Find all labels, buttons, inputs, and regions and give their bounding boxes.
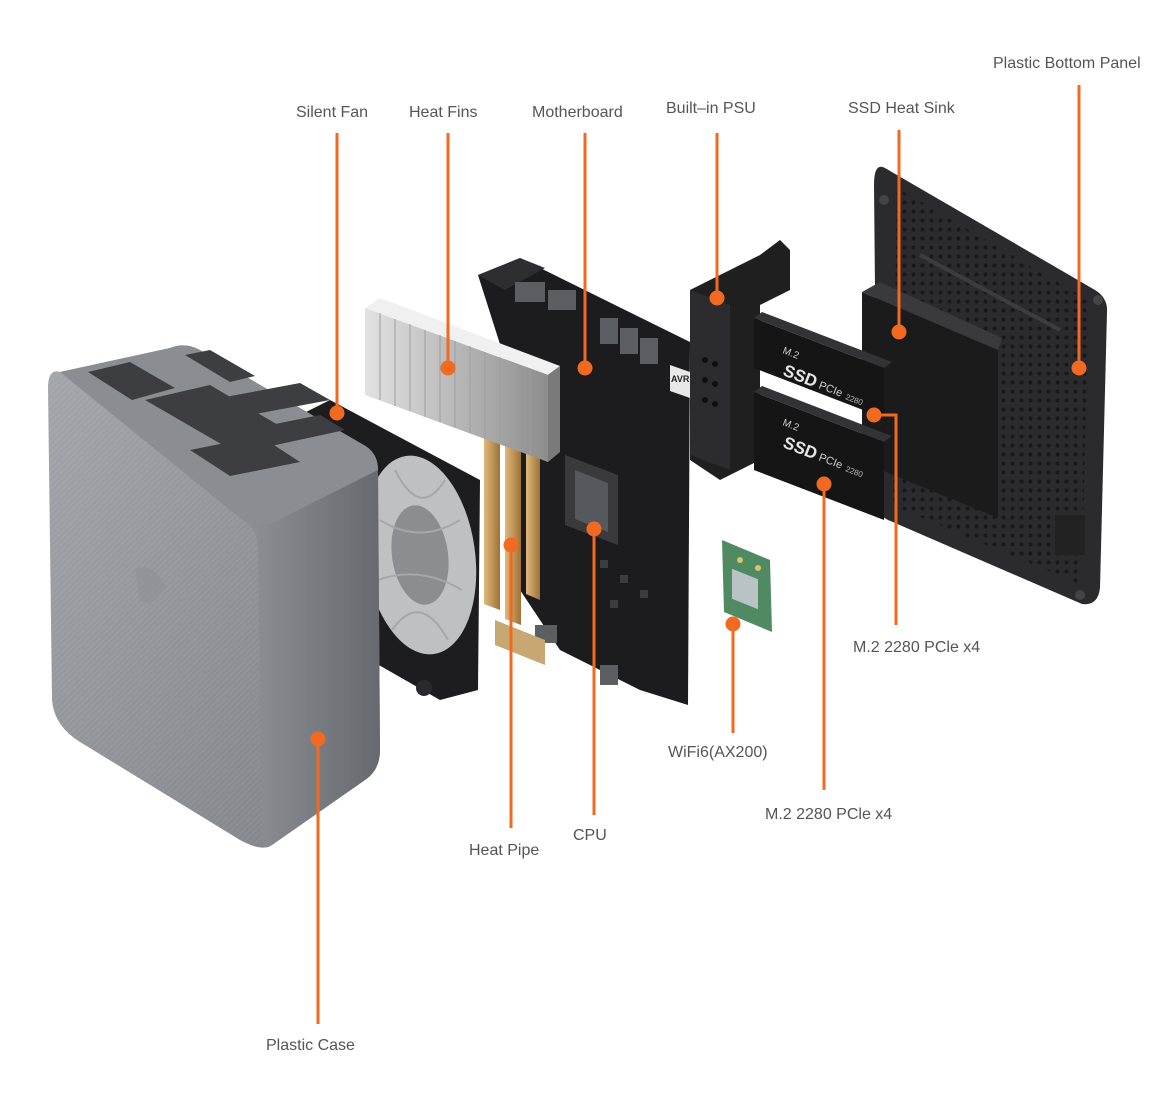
label-heat-fins: Heat Fins — [409, 104, 477, 121]
wifi-card — [722, 540, 772, 632]
label-cpu: CPU — [573, 827, 607, 844]
label-m2-upper: M.2 2280 PCle x4 — [853, 639, 980, 656]
label-silent-fan: Silent Fan — [296, 104, 368, 121]
leader-m2-upper-dot — [866, 407, 882, 423]
label-motherboard: Motherboard — [532, 104, 623, 121]
label-m2-lower: M.2 2280 PCle x4 — [765, 806, 892, 823]
leader-ssd-heat-sink-dot — [891, 324, 907, 340]
leader-heat-pipe-dot — [503, 537, 519, 553]
ssd-stick-upper: M.2 SSD PCIe 2280 — [754, 312, 892, 418]
heat-pipe — [484, 430, 545, 665]
label-heat-pipe: Heat Pipe — [469, 842, 539, 859]
leader-plastic-bottom-panel-dot — [1071, 360, 1087, 376]
label-ssd-heat-sink: SSD Heat Sink — [848, 100, 956, 117]
leader-wifi-dot — [725, 616, 741, 632]
label-builtin-psu: Built–in PSU — [666, 100, 756, 117]
board-print: AVR — [671, 374, 690, 384]
heat-fins — [365, 298, 560, 462]
leader-heat-fins-dot — [440, 360, 456, 376]
leader-m2-lower-dot — [816, 476, 832, 492]
label-wifi: WiFi6(AX200) — [668, 744, 768, 761]
leader-silent-fan-dot — [329, 405, 345, 421]
ssd-stick-lower: M.2 SSD PCIe 2280 — [754, 386, 892, 520]
leader-cpu-dot — [586, 521, 602, 537]
leader-plastic-case-dot — [310, 731, 326, 747]
cpu-chip — [565, 455, 618, 545]
plastic-case — [48, 345, 380, 848]
leader-motherboard-dot — [577, 360, 593, 376]
label-plastic-bottom-panel: Plastic Bottom Panel — [993, 55, 1141, 72]
leader-builtin-psu-dot — [709, 290, 725, 306]
label-plastic-case: Plastic Case — [266, 1037, 355, 1054]
